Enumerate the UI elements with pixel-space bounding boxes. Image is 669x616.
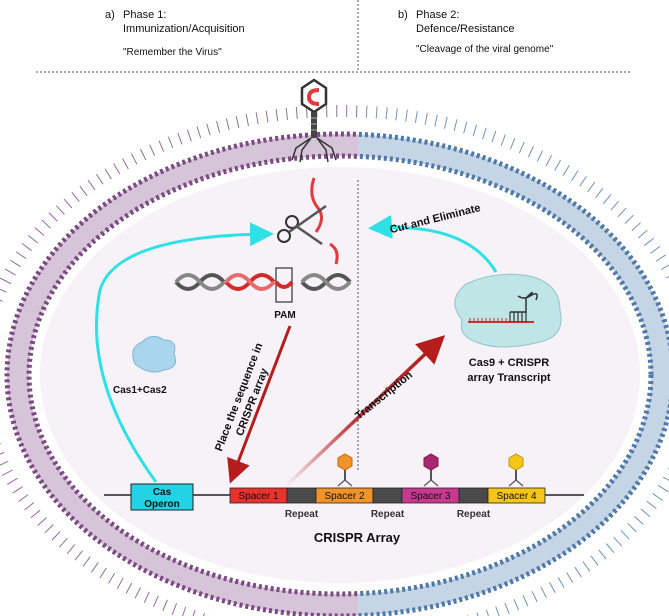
phage-icon: [508, 453, 524, 487]
cas-operon: Cas Operon: [130, 483, 194, 511]
pam-label: PAM: [274, 310, 295, 321]
repeat-3: [458, 487, 489, 504]
cas-operon-label-line2: Operon: [144, 499, 180, 510]
phase-1-subtitle: Immunization/Acquisition: [123, 23, 245, 35]
transcription-arrow: [284, 335, 446, 488]
repeat-label-2: Repeat: [371, 509, 405, 520]
repeat-label-1: Repeat: [285, 509, 319, 520]
spacer-label-3: Spacer 3: [410, 491, 450, 502]
acquisition-arrow: [94, 222, 274, 483]
phage-icon: [423, 453, 439, 487]
cas9-label-line1: Cas9 + CRISPR: [469, 357, 549, 369]
integration-arrow: [227, 325, 292, 484]
scissors-icon: [277, 177, 339, 265]
spacer-4: [487, 487, 546, 504]
repeat-2: [372, 487, 403, 504]
crispr-array-title: CRISPR Array: [314, 530, 401, 545]
phage-icon: [337, 453, 353, 487]
phase-1-letter: a): [105, 9, 115, 21]
phase-1-quote: "Remember the Virus": [123, 47, 222, 58]
repeat-label-3: Repeat: [457, 509, 491, 520]
phase-1-title: Phase 1:: [123, 9, 166, 21]
spacer-label-1: Spacer 1: [238, 491, 278, 502]
bacteriophage-icon: [291, 78, 337, 163]
phase-2-header: b) Phase 2: Defence/Resistance "Cleavage…: [398, 9, 554, 55]
spacer-label-4: Spacer 4: [496, 491, 536, 502]
dna-helix-icon: [174, 267, 352, 303]
phase-2-title: Phase 2:: [416, 9, 459, 21]
spacer-label-2: Spacer 2: [324, 491, 364, 502]
crispr-array: Spacer 1 Repeat Spacer 2 Repeat Spacer 3 Repe…: [229, 487, 546, 520]
cas-protein-icon: [132, 336, 177, 373]
cell-membrane-right: [358, 105, 669, 616]
cas9-complex-icon: [454, 273, 562, 348]
cas9-label-line2: array Transcript: [467, 372, 550, 384]
cleavage-arrow: [368, 214, 498, 273]
cas1-cas2-label: Cas1+Cas2: [113, 385, 167, 396]
phase-2-subtitle: Defence/Resistance: [416, 23, 514, 35]
phase-2-quote: "Cleavage of the viral genome": [416, 44, 554, 55]
cas-operon-label-line1: Cas: [153, 487, 172, 498]
repeat-1: [286, 487, 317, 504]
phase-2-letter: b): [398, 9, 408, 21]
phase-1-header: a) Phase 1: Immunization/Acquisition "Re…: [105, 9, 245, 58]
cytoplasm: [40, 167, 640, 583]
cell-membrane-left: [0, 105, 358, 616]
